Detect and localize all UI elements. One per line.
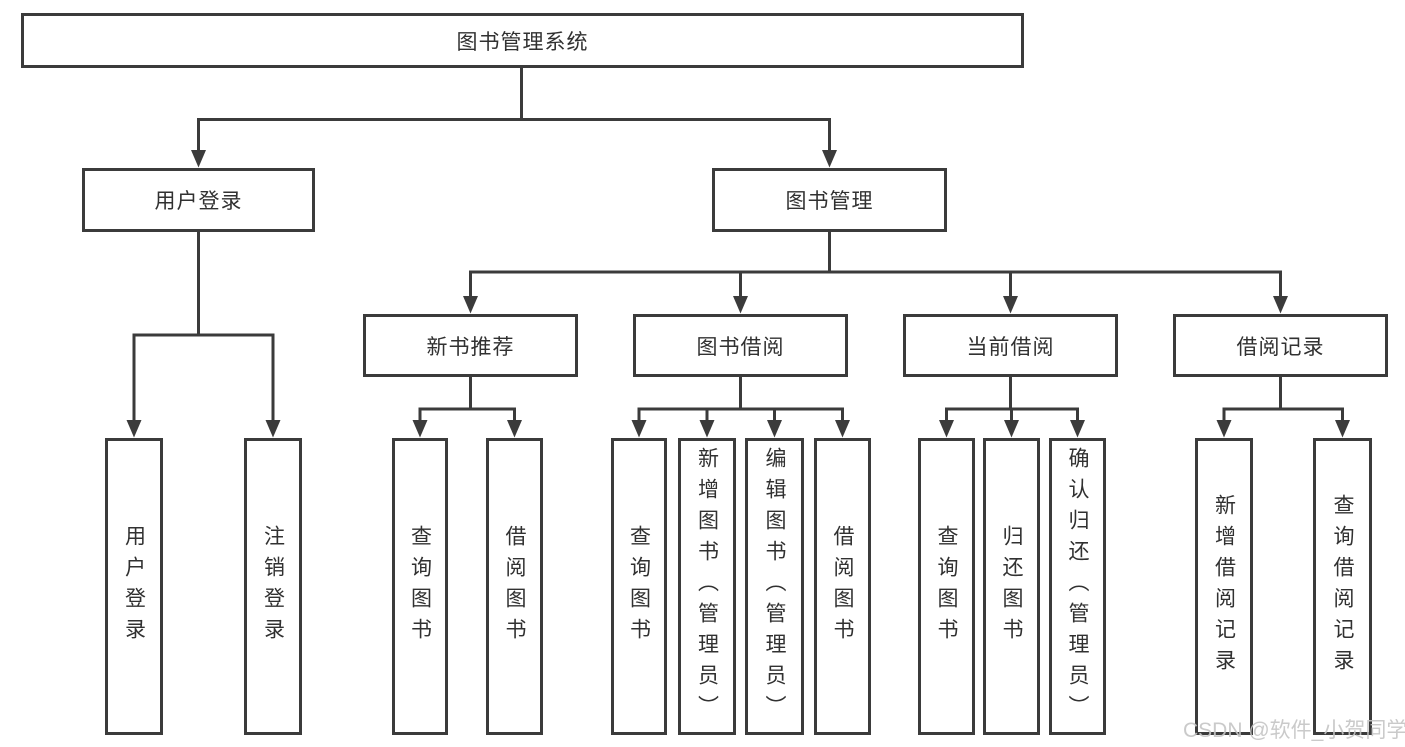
- arrowhead-leaf: [699, 420, 715, 438]
- node-book-management: 图书管理: [712, 168, 947, 232]
- node-label: 图书借阅: [696, 335, 785, 359]
- arrowhead-leaf: [631, 420, 647, 438]
- node-user-login: 用户登录: [82, 168, 315, 232]
- node-label: 新书推荐: [426, 335, 515, 359]
- node-book-borrowing: 图书借阅: [633, 314, 848, 377]
- node-label: 查询图书: [408, 524, 432, 649]
- leaf-query-books-current: 查询图书: [918, 438, 975, 735]
- leaf-confirm-return-admin: 确认归还（管理员）: [1049, 438, 1106, 735]
- node-label: 新增图书（管理员）: [695, 447, 719, 726]
- leaf-logout: 注销登录: [244, 438, 302, 735]
- arrowhead-leaf: [1335, 420, 1350, 438]
- node-label: 当前借阅: [966, 335, 1055, 359]
- arrowhead-borrow-records: [1273, 296, 1288, 314]
- arrowhead-user-login: [191, 150, 206, 168]
- arrowhead-leaf: [767, 420, 782, 438]
- arrowhead-current-borrow: [1003, 296, 1018, 314]
- node-label: 编辑图书（管理员）: [763, 447, 786, 726]
- node-label: 注销登录: [261, 524, 285, 649]
- leaf-query-books-borrowing: 查询图书: [611, 438, 667, 735]
- arrowhead-leaf: [835, 420, 850, 438]
- arrowhead-leaf-logout: [265, 420, 281, 438]
- node-borrowing-records: 借阅记录: [1173, 314, 1388, 377]
- arrowhead-leaf-login: [126, 420, 142, 438]
- arrowhead-book-management: [822, 150, 837, 168]
- leaf-query-books-recommend: 查询图书: [392, 438, 448, 735]
- node-label: 查询图书: [627, 524, 651, 649]
- leaf-user-login: 用户登录: [105, 438, 163, 735]
- arrowhead-leaf: [412, 420, 428, 438]
- node-label: 归还图书: [1000, 524, 1023, 649]
- node-root-system: 图书管理系统: [21, 13, 1024, 68]
- node-label: 查询借阅记录: [1331, 493, 1354, 680]
- node-label: 用户登录: [122, 524, 146, 649]
- node-current-borrowing: 当前借阅: [903, 314, 1118, 377]
- arrowhead-book-borrow: [733, 296, 748, 314]
- leaf-add-books-admin: 新增图书（管理员）: [678, 438, 736, 735]
- arrowhead-leaf: [1004, 420, 1019, 438]
- node-label: 查询图书: [935, 524, 958, 649]
- arrowhead-leaf: [939, 420, 954, 438]
- node-label: 借阅记录: [1236, 335, 1325, 359]
- leaf-borrow-books-recommend: 借阅图书: [486, 438, 543, 735]
- node-label: 图书管理系统: [456, 30, 589, 54]
- node-label: 借阅图书: [503, 524, 526, 649]
- leaf-return-books: 归还图书: [983, 438, 1040, 735]
- arrowhead-leaf: [1216, 420, 1232, 438]
- node-label: 借阅图书: [831, 524, 854, 649]
- leaf-edit-books-admin: 编辑图书（管理员）: [745, 438, 804, 735]
- node-label: 用户登录: [154, 190, 243, 213]
- node-label: 图书管理: [785, 190, 874, 213]
- leaf-borrow-books-borrowing: 借阅图书: [814, 438, 871, 735]
- node-new-book-recommend: 新书推荐: [363, 314, 578, 377]
- node-label: 确认归还（管理员）: [1066, 447, 1089, 726]
- csdn-watermark: CSDN @软件_小贺同学: [1183, 719, 1405, 742]
- arrowhead-leaf: [507, 420, 522, 438]
- leaf-add-borrow-record: 新增借阅记录: [1195, 438, 1253, 735]
- node-label: 新增借阅记录: [1212, 493, 1236, 680]
- leaf-query-borrow-record: 查询借阅记录: [1313, 438, 1372, 735]
- arrowhead-leaf: [1070, 420, 1085, 438]
- arrowhead-new-books: [463, 296, 478, 314]
